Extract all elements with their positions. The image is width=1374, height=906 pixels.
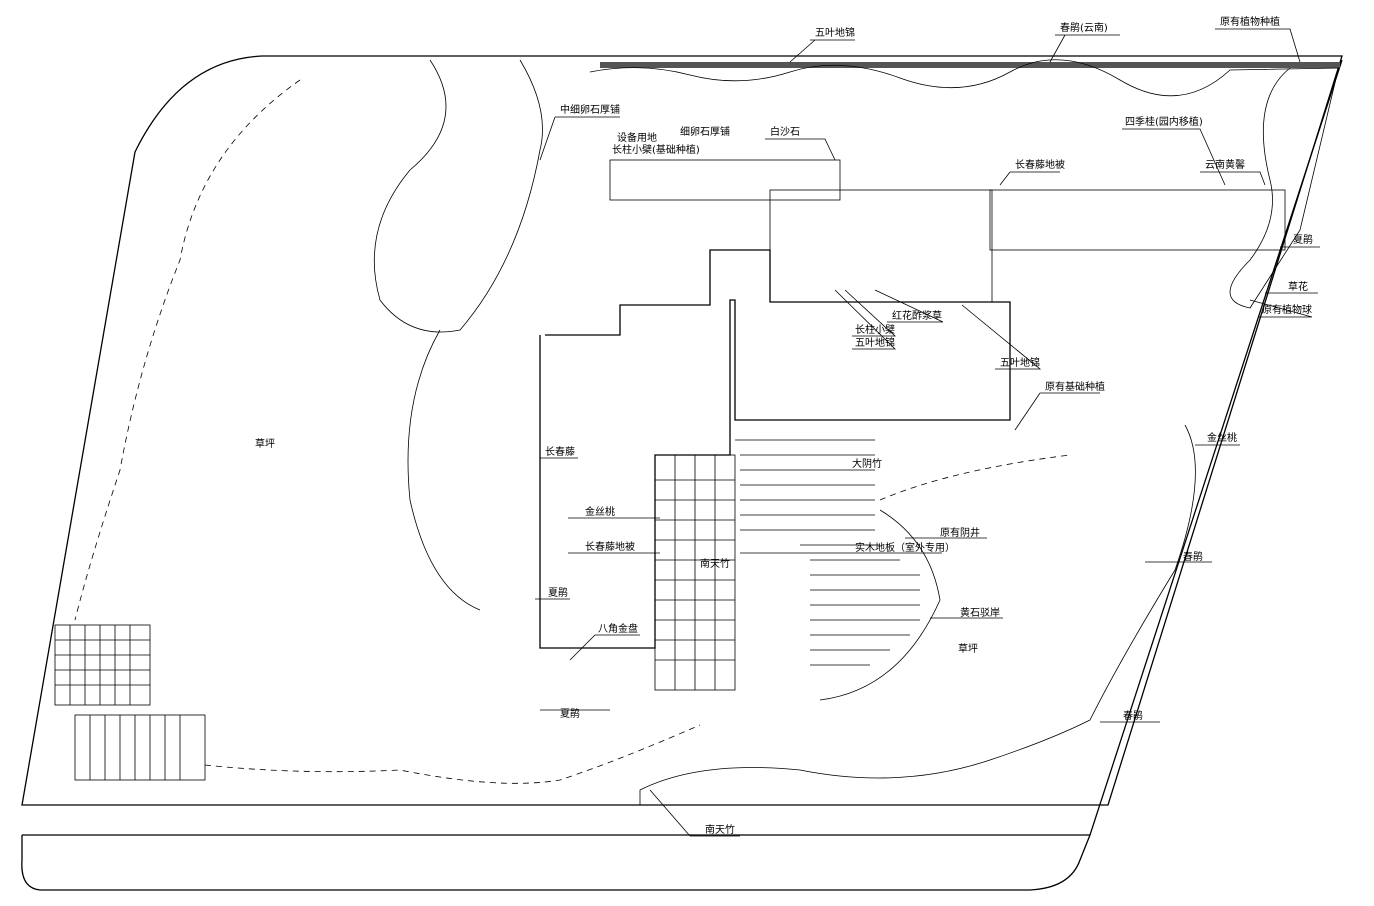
label-pebble-medium: 中细卵石厚铺 (560, 103, 620, 116)
label-summer-azalea-bottom: 夏鹃 (560, 707, 580, 720)
label-bamboo: 大阴竹 (852, 457, 882, 470)
label-white-sand: 白沙石 (770, 125, 800, 138)
label-flowers: 草花 (1288, 280, 1308, 293)
label-existing-base: 原有基础种植 (1045, 380, 1105, 393)
top-planting-strip (589, 59, 1341, 309)
label-top-azalea: 春鹃(云南) (1060, 21, 1108, 34)
label-ivy-cover-top: 长春藤地被 (1015, 158, 1065, 171)
label-equipment: 设备用地 (617, 131, 657, 144)
label-ivy-mid2: 五叶地锦 (1000, 356, 1040, 369)
label-manhole: 原有阴井 (940, 526, 980, 539)
label-nandina-bottom: 南天竹 (705, 823, 735, 836)
pergola (54, 624, 206, 781)
building-outline (539, 159, 1286, 691)
label-nandina: 南天竹 (700, 557, 730, 570)
label-wood-floor: 实木地板（室外专用） (855, 541, 955, 554)
label-pebble-fine: 细卵石厚铺 (680, 125, 730, 138)
label-spring-azalea-1: 春鹃 (1183, 550, 1203, 563)
plant-labels: 五叶地锦 春鹃(云南) 原有植物种植 中细卵石厚铺 设备用地 长柱小檗(基础种植… (255, 15, 1320, 837)
label-oxalis: 红花酢浆草 (892, 309, 942, 322)
label-summer-azalea-left: 夏鹃 (548, 586, 568, 599)
label-osmanthus: 四季桂(园内移植) (1125, 115, 1203, 128)
label-ivy-cover: 长春藤地被 (585, 540, 635, 553)
label-spring-azalea-2: 春鹃 (1123, 709, 1143, 722)
label-ivy: 长春藤 (545, 446, 575, 458)
label-top-ivy: 五叶地锦 (815, 26, 855, 39)
label-ivy-mid1: 五叶地锦 (855, 336, 895, 349)
site-boundary (21, 55, 1343, 891)
wood-deck (735, 439, 920, 666)
label-summer-azalea-right: 夏鹃 (1293, 233, 1313, 246)
label-top-existing: 原有植物种植 (1220, 15, 1280, 28)
label-yellow-stone: 黄石驳岸 (960, 606, 1000, 619)
label-existing-ball: 原有植物球 (1262, 303, 1312, 316)
stepping-stone-path (74, 79, 1071, 784)
label-jasmine: 云南黄馨 (1205, 158, 1245, 171)
label-hypericum: 金丝桃 (585, 505, 615, 518)
label-barberry-base: 长柱小檗(基础种植) (612, 143, 700, 156)
label-hypericum-right: 金丝桃 (1207, 431, 1237, 444)
label-lawn-right: 草坪 (958, 642, 978, 655)
label-lawn-left: 草坪 (255, 437, 275, 450)
lawn-curve (373, 59, 1196, 805)
label-fatsia: 八角金盘 (598, 622, 638, 635)
